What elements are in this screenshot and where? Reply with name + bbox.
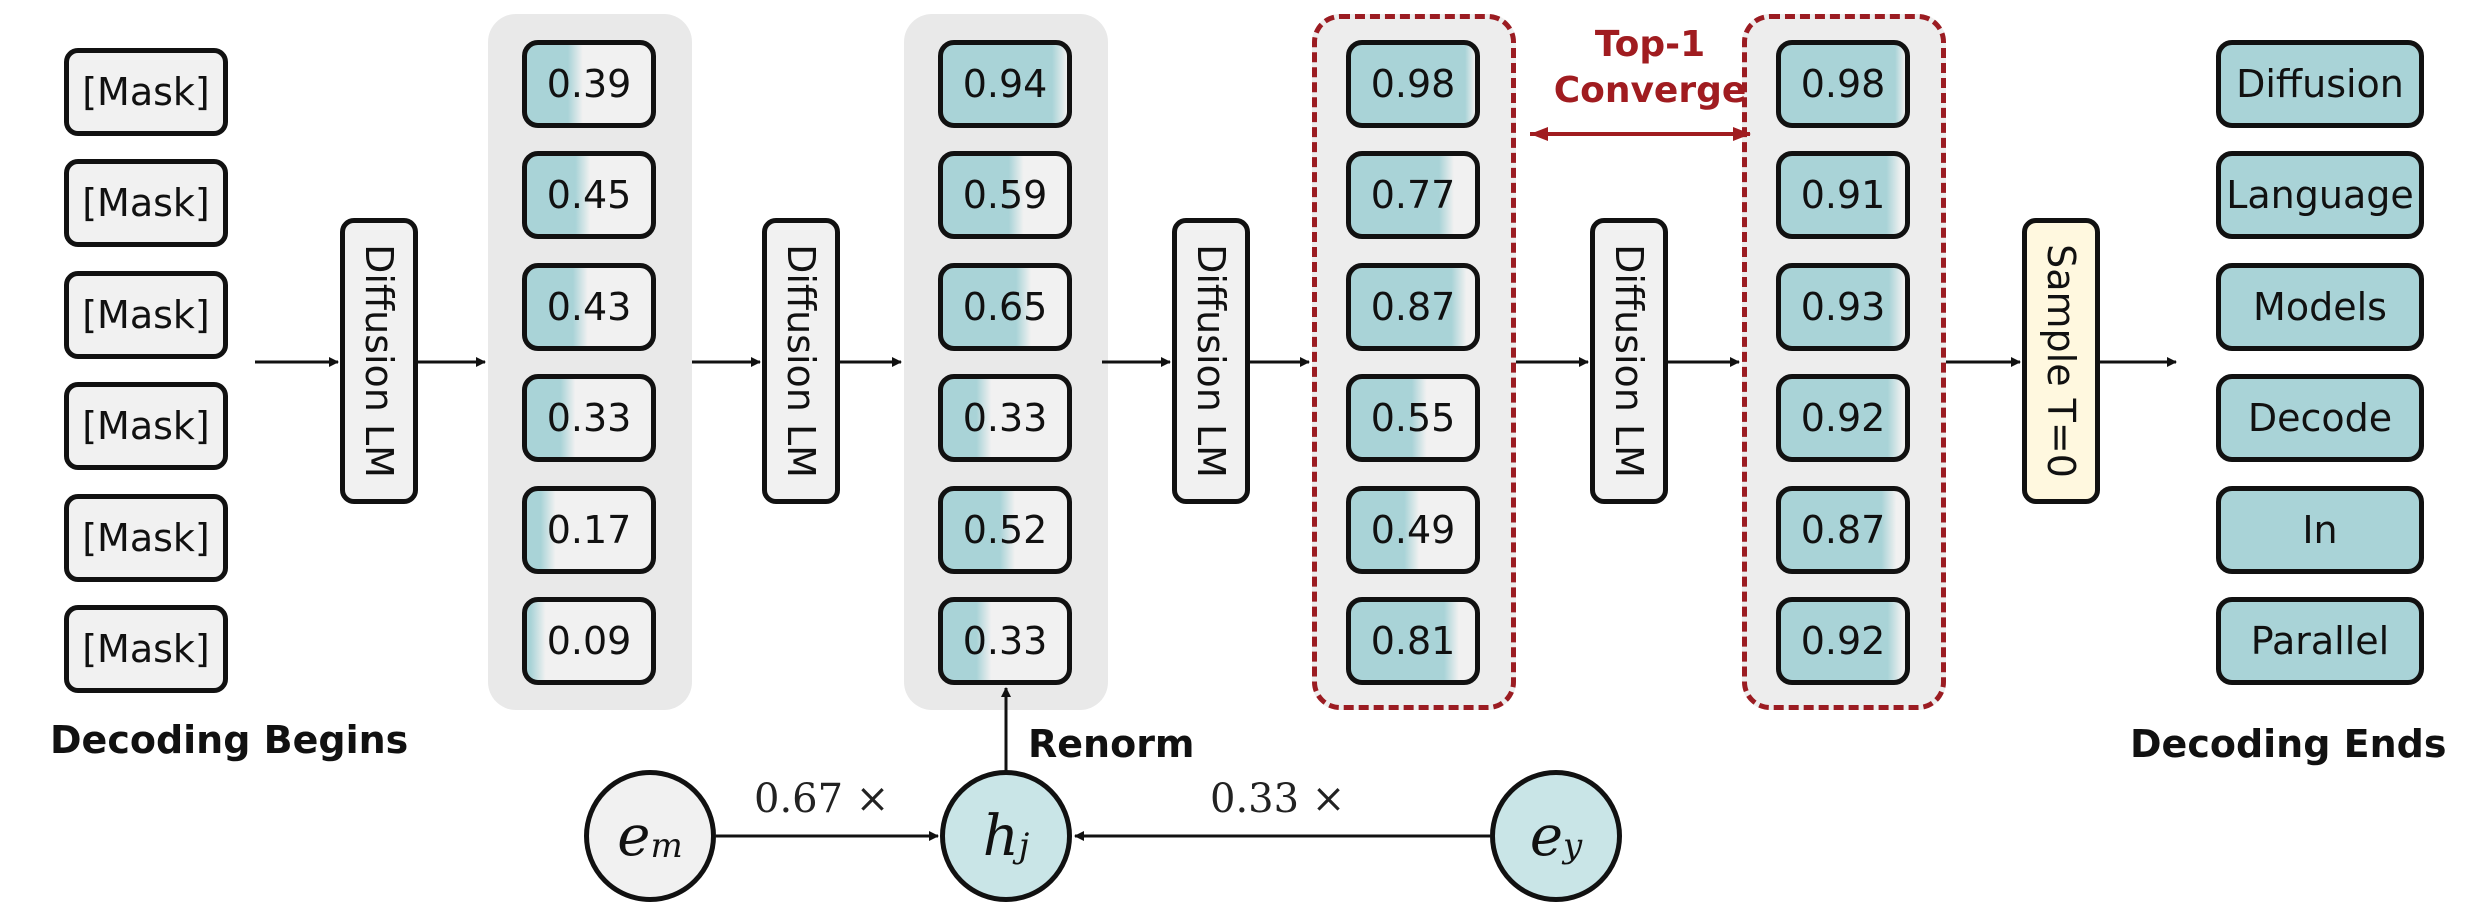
diffusion-lm-box-3: Diffusion LM (1172, 218, 1250, 504)
top1-label-line2: Converge (1553, 70, 1747, 111)
prob-box-col2: 0.65 (938, 263, 1072, 351)
prob-box-col2: 0.52 (938, 486, 1072, 574)
output-token: Language (2216, 151, 2424, 239)
weight-right-label: 0.33 × (1210, 776, 1346, 822)
weight-left-label: 0.67 × (754, 776, 890, 822)
renorm-label: Renorm (1028, 722, 1195, 766)
diffusion-lm-label: Diffusion LM (779, 244, 823, 478)
input-mask-token: [Mask] (64, 48, 228, 136)
prob-box-col4: 0.92 (1776, 374, 1910, 462)
prob-box-col3: 0.77 (1346, 151, 1480, 239)
prob-box-col3: 0.49 (1346, 486, 1480, 574)
sample-label: Sample T=0 (2039, 244, 2084, 478)
prob-box-col1: 0.39 (522, 40, 656, 128)
prob-box-col4: 0.93 (1776, 263, 1910, 351)
prob-panel-1 (488, 14, 692, 710)
output-token: Parallel (2216, 597, 2424, 685)
prob-box-col1: 0.43 (522, 263, 656, 351)
prob-box-col4: 0.87 (1776, 486, 1910, 574)
output-token: Decode (2216, 374, 2424, 462)
prob-box-col4: 0.92 (1776, 597, 1910, 685)
prob-box-col1: 0.33 (522, 374, 656, 462)
top1-label-line1: Top-1 (1594, 24, 1706, 65)
input-mask-token: [Mask] (64, 382, 228, 470)
prob-box-col1: 0.09 (522, 597, 656, 685)
prob-panel-2 (904, 14, 1108, 710)
output-token: In (2216, 486, 2424, 574)
prob-box-col3: 0.87 (1346, 263, 1480, 351)
diffusion-lm-label: Diffusion LM (1607, 244, 1651, 478)
prob-box-col4: 0.91 (1776, 151, 1910, 239)
decoding-ends-label: Decoding Ends (2130, 722, 2447, 766)
prob-box-col2: 0.94 (938, 40, 1072, 128)
prob-panel-3-highlighted (1312, 14, 1516, 710)
output-token: Diffusion (2216, 40, 2424, 128)
prob-box-col3: 0.98 (1346, 40, 1480, 128)
diffusion-lm-box-1: Diffusion LM (340, 218, 418, 504)
node-subscript: m (650, 826, 683, 866)
node-symbol: e (1529, 803, 1563, 869)
node-subscript: y (1562, 826, 1583, 866)
node-symbol: e (617, 803, 651, 869)
sample-box: Sample T=0 (2022, 218, 2100, 504)
prob-box-col2: 0.33 (938, 597, 1072, 685)
prob-box-col2: 0.33 (938, 374, 1072, 462)
prob-box-col3: 0.55 (1346, 374, 1480, 462)
decoding-begins-label: Decoding Begins (50, 718, 409, 762)
diffusion-lm-label: Diffusion LM (1189, 244, 1233, 478)
diffusion-lm-box-2: Diffusion LM (762, 218, 840, 504)
input-mask-token: [Mask] (64, 271, 228, 359)
prob-panel-4-highlighted (1742, 14, 1946, 710)
prob-box-col1: 0.45 (522, 151, 656, 239)
top1-converge-label: Top-1 Converge (1530, 22, 1770, 114)
diffusion-lm-box-4: Diffusion LM (1590, 218, 1668, 504)
prob-box-col2: 0.59 (938, 151, 1072, 239)
prob-box-col3: 0.81 (1346, 597, 1480, 685)
node-symbol: h (982, 803, 1019, 869)
node-subscript: j (1018, 826, 1030, 866)
prob-box-col4: 0.98 (1776, 40, 1910, 128)
input-mask-token: [Mask] (64, 159, 228, 247)
input-mask-token: [Mask] (64, 494, 228, 582)
output-token: Models (2216, 263, 2424, 351)
input-mask-token: [Mask] (64, 605, 228, 693)
diffusion-lm-label: Diffusion LM (357, 244, 401, 478)
prob-box-col1: 0.17 (522, 486, 656, 574)
